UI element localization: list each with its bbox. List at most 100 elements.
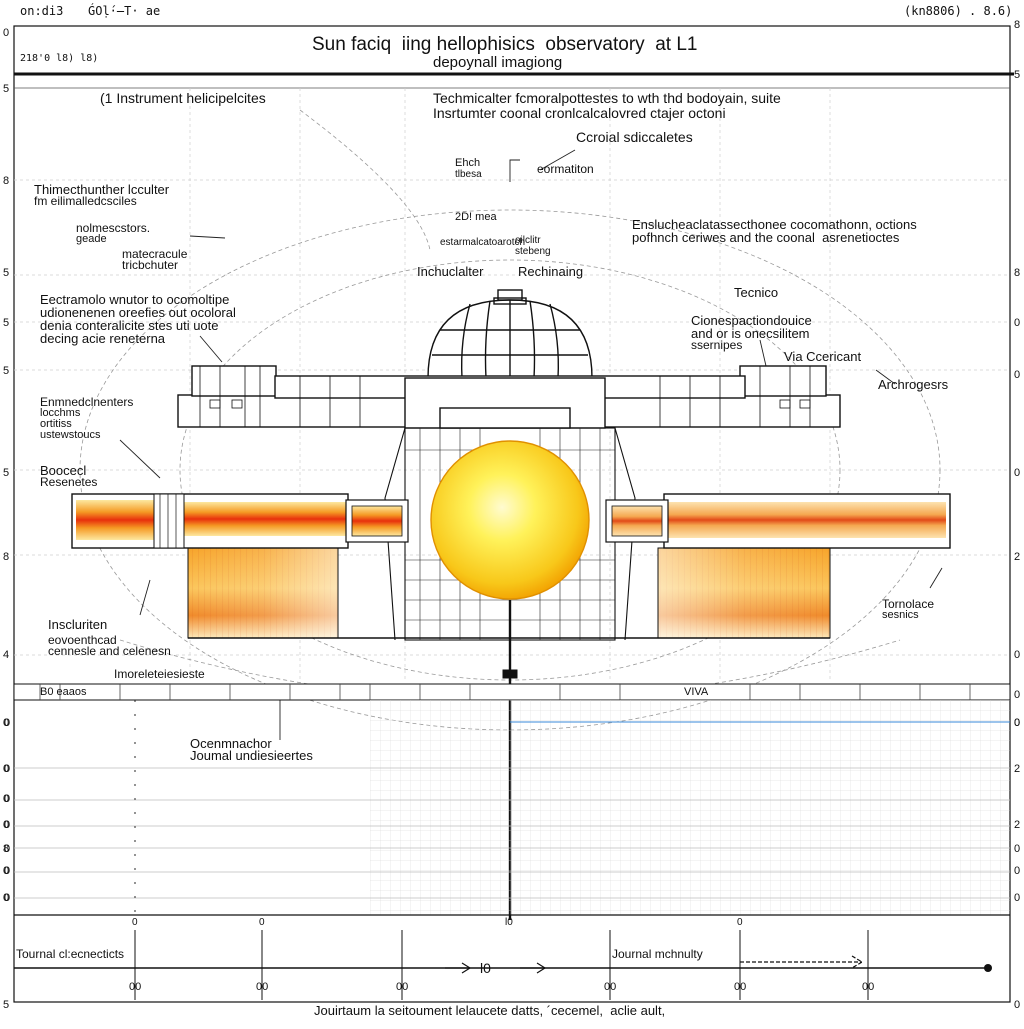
timeline-fine-grid	[370, 700, 1010, 915]
annotation-technical-line2: Insrtumter coonal cronlcalcalovred ctaje…	[433, 105, 726, 121]
journal-tick-1: 00	[129, 981, 142, 993]
annotation-emm-1: Enmnedclnenters	[40, 395, 134, 409]
edge-mark-left: 5	[3, 999, 10, 1011]
leader-lines	[119, 149, 943, 740]
edge-mark-right: 0	[1014, 467, 1021, 479]
journal-axis-ticks	[134, 930, 869, 1000]
annotation-emm-2: locchms	[40, 407, 81, 419]
timeline-gridlines	[14, 767, 1010, 899]
annotation-eovosen-2: cennesle and celenesn	[48, 644, 171, 658]
journal-axis-right-label: Journal mchnulty	[612, 947, 703, 961]
spacecraft-body	[177, 365, 841, 429]
journal-axis-left-label: Tournal cl:ecnecticts	[16, 947, 125, 961]
annotation-right-block-1: Enslucheaclatassecthonee cocomathonn, oc…	[632, 217, 917, 232]
edge-mark-left: 5	[3, 317, 10, 329]
axis-arrow-journal	[740, 955, 864, 969]
edge-mark-left: 5	[3, 267, 10, 279]
y-tick-5: 0	[4, 843, 11, 855]
ruler-mid-label: VIVA	[684, 686, 709, 698]
page-frame	[13, 25, 1011, 1003]
heat-panel-left	[187, 547, 339, 639]
annotation-via-ccericant: Via Ccericant	[784, 349, 862, 364]
edge-mark-right: 2	[1014, 819, 1021, 831]
edge-mark-right: 5	[1014, 69, 1021, 81]
annotation-center-b: oilclitr	[515, 235, 541, 246]
annotation-archrogesrs: Archrogesrs	[878, 377, 949, 392]
annotation-imoreleta: Imoreleteiesieste	[114, 667, 205, 681]
annotation-left-para-2: udionenenen oreefies out ocoloral	[40, 305, 236, 320]
y-tick-4: 0	[4, 819, 11, 831]
y-tick-8: 0	[1014, 717, 1021, 729]
journal-tick-2: 00	[256, 981, 269, 993]
annotation-beam-a: Ehch	[455, 157, 481, 169]
journal-tick-3: 00	[396, 981, 409, 993]
header-id-code: 218'0 l8) l8)	[20, 53, 99, 64]
annotation-left-block-1: Thimecthunther lcculter	[34, 182, 170, 197]
edge-mark-right: 0	[1014, 865, 1021, 877]
annotation-right-block-2: pofhnch ceriwes and the coonal asrenetio…	[632, 230, 900, 245]
annotation-boocal-2: Resenetes	[40, 475, 98, 489]
edge-mark-left: 8	[3, 843, 10, 855]
journal-tick-5: 00	[734, 981, 747, 993]
edge-mark-left: 5	[3, 83, 10, 95]
y-tick-2: 0	[4, 763, 11, 775]
heat-panel-right	[657, 547, 831, 639]
x-tick-3: l0	[505, 917, 513, 928]
edge-mark-left: 0	[3, 793, 10, 805]
annotation-right-para-3: ssernipes	[691, 338, 743, 352]
annotation-boocal-1: Boocecl	[40, 463, 87, 478]
annotation-emm-3: ortitiss	[40, 418, 72, 430]
edge-mark-right: 0	[1014, 999, 1021, 1011]
annotation-center-d: estarmalcatoarotch	[440, 237, 526, 248]
annotation-center-c: stebeng	[515, 246, 551, 257]
diagram-title: Sun faciq iing hellophisics observatory …	[312, 34, 698, 55]
edge-mark-left: 4	[3, 649, 10, 661]
annotation-formation: eormatiton	[537, 162, 594, 176]
annotation-beam-b: tlbesa	[455, 169, 482, 180]
header-code-right: (kn8806) . 8.6)	[904, 4, 1013, 18]
journal-footer: Jouirtaum la seitoument lelaucete datts,…	[314, 1003, 666, 1018]
annotation-left-para-1: Eectramolo wnutor to ocomoltipe	[40, 292, 230, 307]
y-tick-7: 0	[4, 892, 11, 904]
ruler-band	[13, 683, 1011, 701]
annotation-right-para-1: Cionespactiondouice	[691, 313, 812, 328]
annotation-left-para-3: denia conteralicite stes uti uote	[40, 318, 219, 333]
edge-mark-left: 0	[3, 763, 10, 775]
edge-mark-right: 8	[1014, 19, 1021, 31]
axis-endpoint	[984, 964, 992, 972]
edge-mark-left: 5	[3, 467, 10, 479]
edge-mark-right: 0	[1014, 649, 1021, 661]
journal-tick-6: 00	[862, 981, 875, 993]
edge-mark-right: 0	[1014, 892, 1021, 904]
y-tick-3: 0	[4, 793, 11, 805]
journal-title-1: Ocenmnachor	[190, 736, 272, 751]
x-tick-2: 0	[259, 917, 265, 928]
annotation-technical-line1: Techmicalter fcmoralpottestes to wth thd…	[433, 90, 781, 106]
journal-title-2: Joumal undiesieertes	[190, 748, 313, 763]
annotation-instrument-heading: (1 Instrument helicipelcites	[100, 90, 266, 106]
edge-mark-right: 0	[1014, 717, 1021, 729]
edge-mark-left: 0	[3, 865, 10, 877]
edge-mark-left: 0	[3, 27, 10, 39]
annotation-inscluriten: Inscluriten	[48, 617, 108, 632]
edge-mark-right: 0	[1014, 369, 1021, 381]
journal-tick-4: 00	[604, 981, 617, 993]
annotation-eovosen-1: eovoenthcad	[48, 633, 117, 647]
journal-axis-center-label: l0	[480, 960, 491, 976]
annotation-coronal-subsystems: Ccroial sdiccaletes	[576, 129, 693, 145]
ruler-ticks	[39, 684, 971, 700]
header-code-left: on:di3	[20, 4, 64, 18]
axis-arrow-left	[445, 962, 472, 974]
edge-mark-right: 8	[1014, 267, 1021, 279]
edge-mark-left: 8	[3, 175, 10, 187]
edge-mark-right: 0	[1014, 317, 1021, 329]
x-tick-4: 0	[737, 917, 743, 928]
edge-mark-right: 2	[1014, 551, 1021, 563]
edge-mark-right: 2	[1014, 763, 1021, 775]
edge-mark-right: 0	[1014, 689, 1021, 701]
diagram-subtitle: depoynall imagiong	[433, 54, 563, 71]
beam-arm-left	[71, 493, 409, 549]
annotation-left-nested-3: matecracule	[122, 247, 188, 261]
x-tick-1: 0	[132, 917, 138, 928]
